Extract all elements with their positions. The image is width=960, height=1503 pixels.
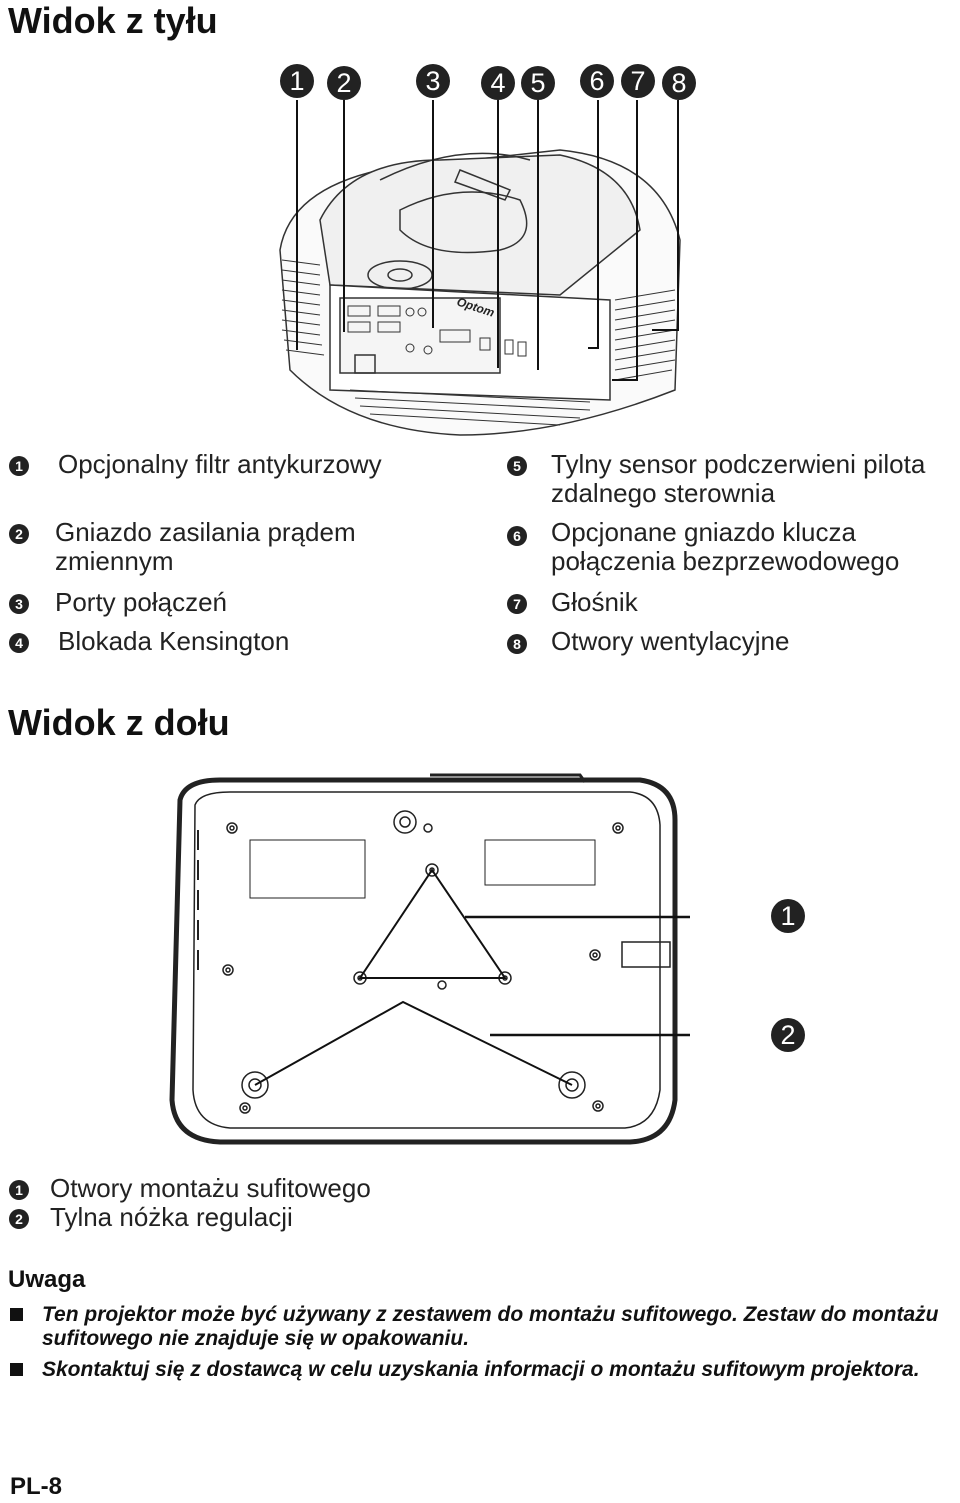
- bottom-item-2-text: Tylna nóżka regulacji: [50, 1202, 293, 1232]
- rear-callout-6: 6: [580, 64, 614, 98]
- rear-item-6-number: 6: [507, 526, 527, 546]
- rear-item-2-text: Gniazdo zasilania prądem zmiennym: [55, 517, 356, 576]
- rear-callout-7: 7: [621, 64, 655, 98]
- rear-callout-5: 5: [521, 66, 555, 100]
- projector-bottom-illustration: [169, 773, 690, 1145]
- rear-item-8-text: Otwory wentylacyjne: [551, 626, 790, 656]
- bottom-callout-2: 2: [771, 1018, 805, 1052]
- bottom-item-1-number: 1: [9, 1180, 29, 1200]
- rear-item-5-text: Tylny sensor podczerwieni pilota zdalneg…: [551, 449, 926, 508]
- rear-item-7-text: Głośnik: [551, 587, 638, 617]
- note-title: Uwaga: [8, 1266, 86, 1293]
- note-bullet-icon: [10, 1308, 23, 1321]
- bottom-item-2-number: 2: [9, 1209, 29, 1229]
- note-bullet-2: Skontaktuj się z dostawcą w celu uzyskan…: [42, 1358, 920, 1381]
- rear-callout-4: 4: [481, 66, 515, 100]
- rear-callout-8: 8: [662, 66, 696, 100]
- page-number: PL-8: [10, 1473, 63, 1500]
- rear-item-1-number: 1: [9, 456, 29, 476]
- rear-item-2-number: 2: [9, 524, 29, 544]
- rear-item-7-number: 7: [507, 594, 527, 614]
- rear-item-1-text: Opcjonalny filtr antykurzowy: [58, 449, 382, 479]
- projector-rear-illustration: Optom: [279, 100, 681, 436]
- rear-item-5-number: 5: [507, 456, 527, 476]
- bottom-callout-1: 1: [771, 899, 805, 933]
- note-bullet-1: Ten projektor może być używany z zestawe…: [42, 1303, 939, 1350]
- bottom-item-1-text: Otwory montażu sufitowego: [50, 1173, 371, 1203]
- rear-item-3-text: Porty połączeń: [55, 587, 227, 617]
- rear-item-3-number: 3: [9, 594, 29, 614]
- rear-callout-2: 2: [327, 66, 361, 100]
- note-bullet-icon: [10, 1363, 23, 1376]
- rear-callout-1: 1: [280, 64, 314, 98]
- rear-item-8-number: 8: [507, 634, 527, 654]
- rear-item-4-number: 4: [9, 633, 29, 653]
- bottom-view-title: Widok z dołu: [8, 702, 230, 743]
- rear-callout-3: 3: [416, 64, 450, 98]
- rear-item-6-text: Opcjonane gniazdo klucza połączenia bezp…: [551, 517, 900, 576]
- rear-view-title: Widok z tyłu: [8, 0, 218, 41]
- rear-item-4-text: Blokada Kensington: [58, 626, 290, 656]
